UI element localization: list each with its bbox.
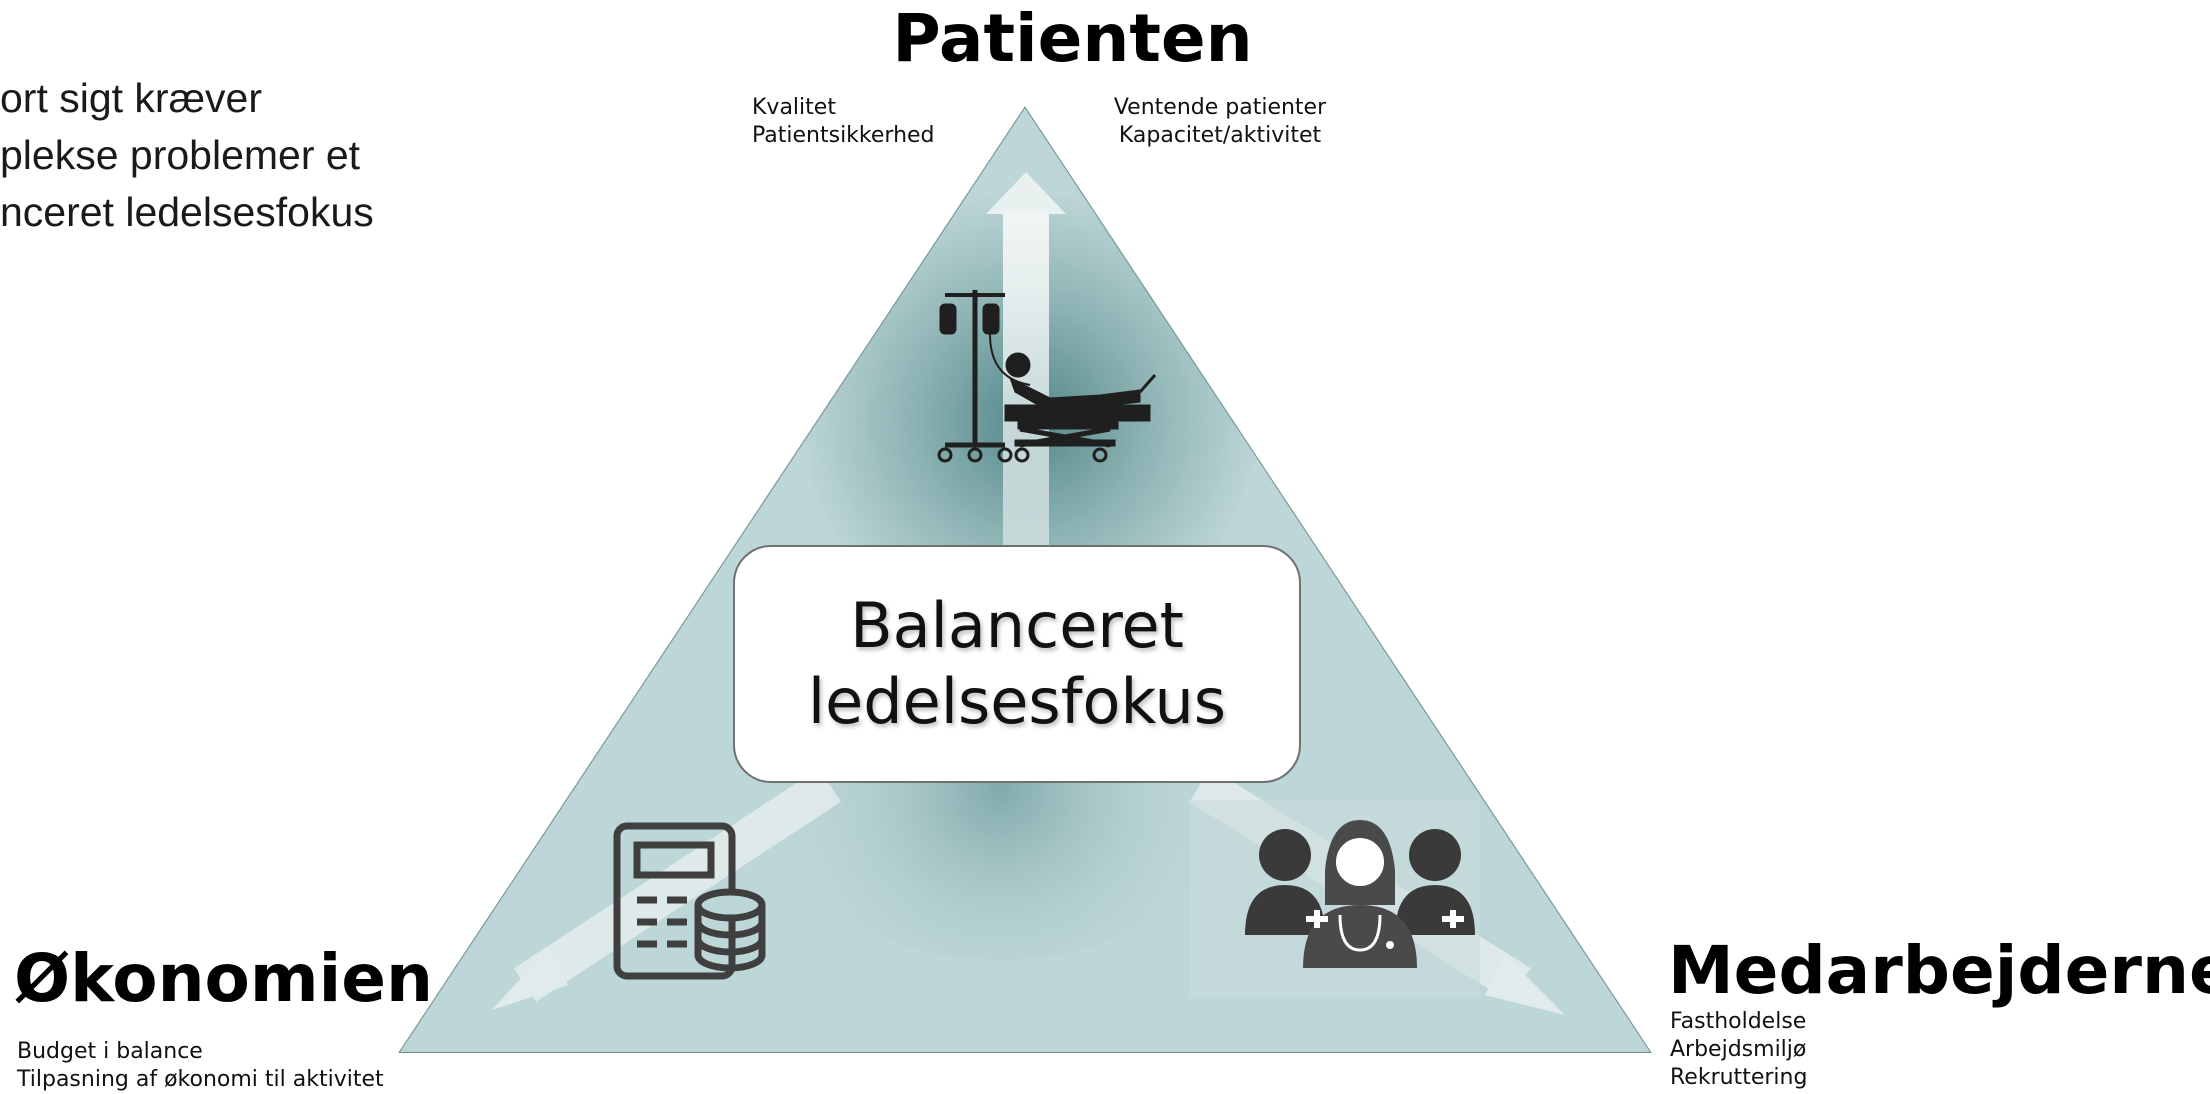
staff-heading: Medarbejderne — [1668, 932, 2210, 1009]
center-line: ledelsesfokus — [807, 665, 1227, 738]
intro-line: ort sigt kræver — [0, 75, 262, 121]
center-line: Balanceret — [850, 589, 1184, 662]
calculator-database-icon — [613, 822, 766, 980]
staff-item: Fastholdelse — [1670, 1009, 1807, 1034]
medical-staff-icon — [1190, 800, 1480, 998]
arrow-up — [986, 172, 1066, 550]
intro-line: nceret ledelsesfokus — [0, 189, 374, 235]
patient-right-list: Ventende patienter Kapacitet/aktivitet — [1100, 94, 1340, 150]
patient-item: Ventende patienter — [1113, 95, 1327, 120]
economy-list: Budget i balance Tilpasning af økonomi t… — [17, 1038, 384, 1094]
staff-item: Rekruttering — [1670, 1065, 1808, 1090]
staff-item: Arbejdsmiljø — [1670, 1037, 1807, 1062]
patient-item: Patientsikkerhed — [752, 123, 935, 148]
hospital-bed-icon — [937, 290, 1157, 463]
economy-heading: Økonomien — [14, 940, 434, 1017]
center-focus-box: Balanceret ledelsesfokus — [733, 545, 1301, 783]
economy-item: Tilpasning af økonomi til aktivitet — [17, 1067, 384, 1092]
patient-heading: Patienten — [892, 0, 1253, 77]
patient-left-list: Kvalitet Patientsikkerhed — [752, 94, 935, 150]
patient-item: Kvalitet — [752, 95, 836, 120]
intro-line: plekse problemer et — [0, 132, 361, 178]
intro-text: ort sigt kræver plekse problemer et ncer… — [0, 70, 430, 241]
economy-item: Budget i balance — [17, 1039, 203, 1064]
arrow-down-left — [492, 768, 841, 1010]
patient-item: Kapacitet/aktivitet — [1118, 123, 1322, 148]
staff-list: Fastholdelse Arbejdsmiljø Rekruttering — [1670, 1008, 1807, 1092]
